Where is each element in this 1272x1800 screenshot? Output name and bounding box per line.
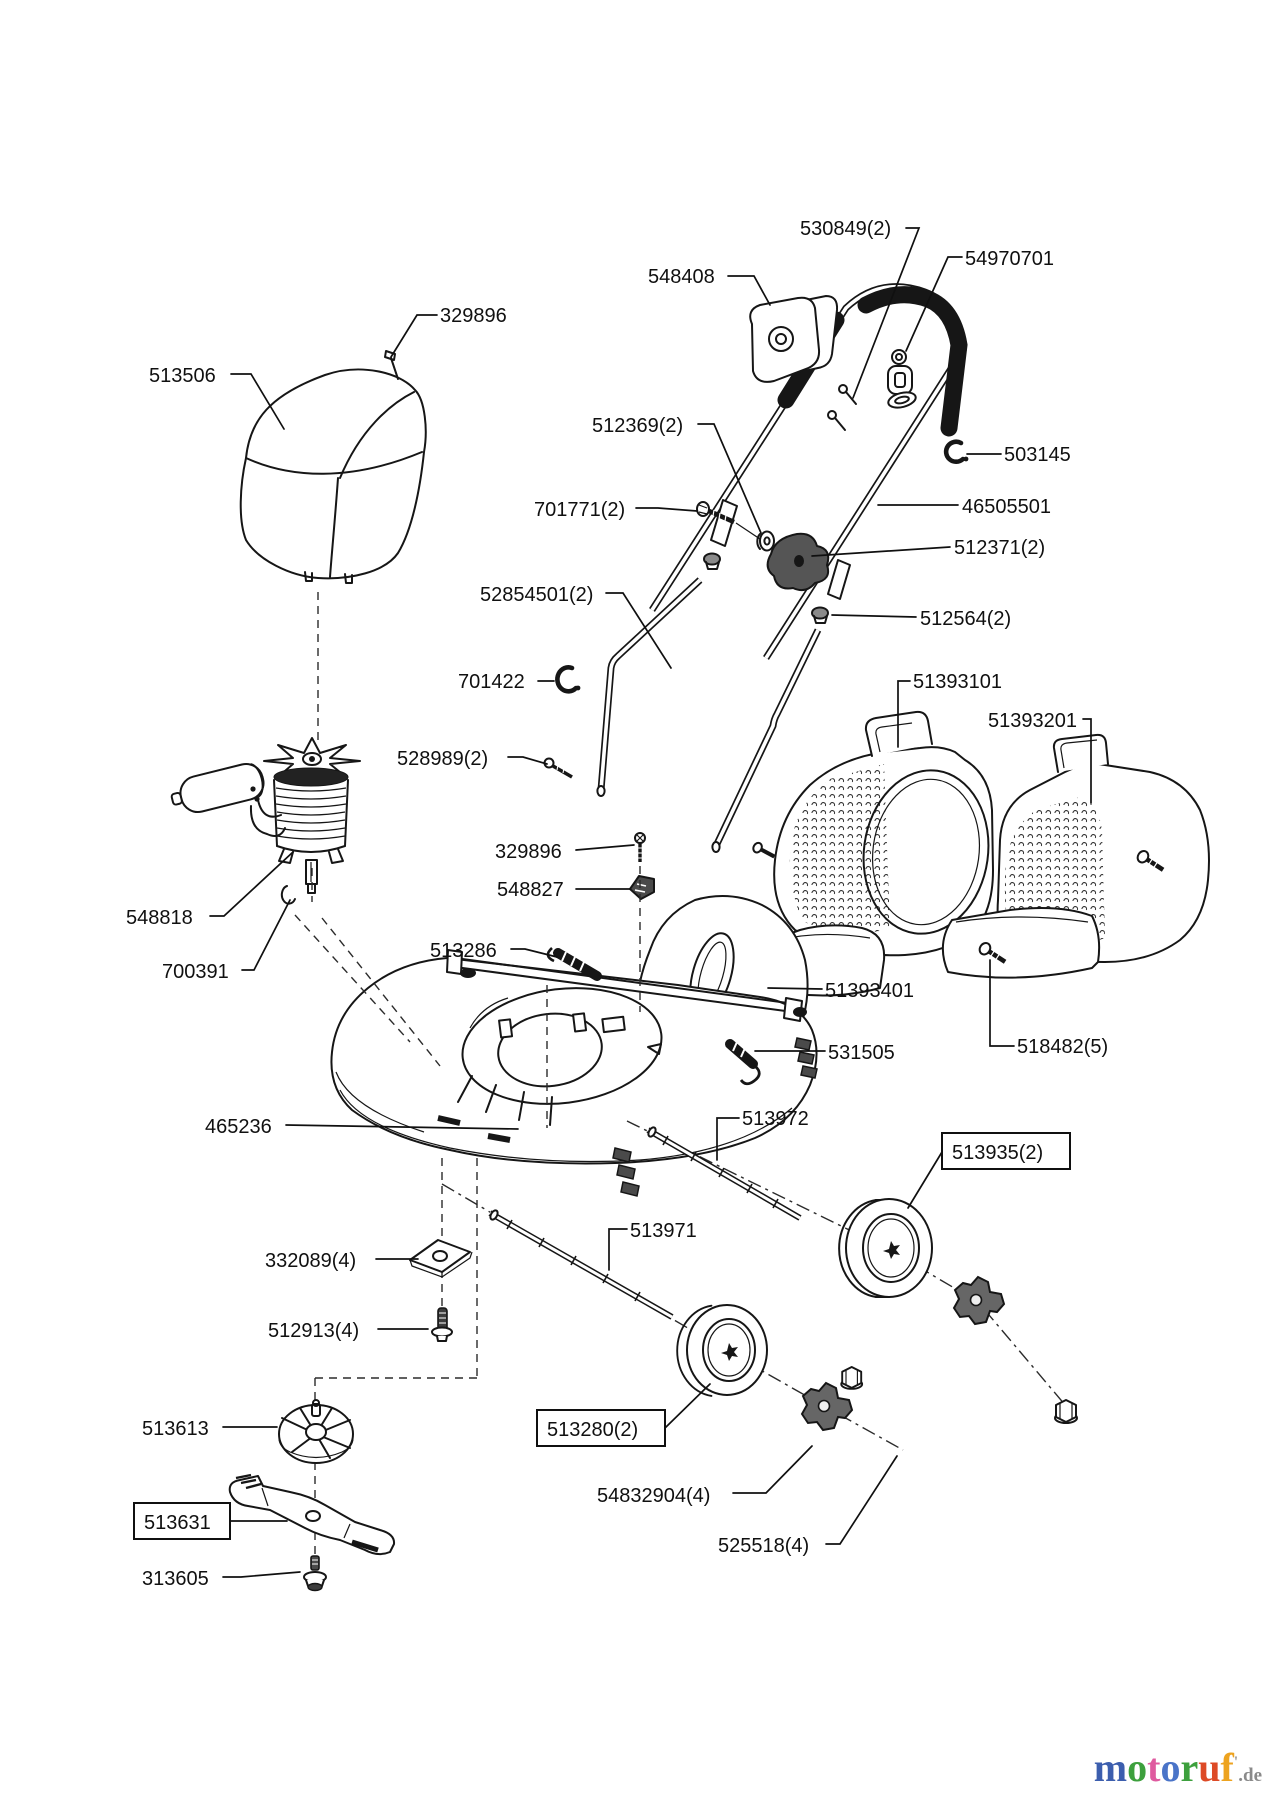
bolt-701771 (696, 501, 773, 548)
part-label-513286: 513286 (430, 940, 497, 962)
part-label-513972: 513972 (742, 1108, 809, 1130)
part-label-512371: 512371(2) (954, 537, 1045, 559)
c-clip-701422 (555, 665, 581, 694)
brand-letter: o (1160, 1745, 1181, 1790)
screws-518482 (752, 841, 1165, 964)
part-label-531505: 531505 (828, 1042, 895, 1064)
part-label-465236: 465236 (205, 1116, 272, 1138)
motor-sketch (170, 737, 361, 905)
cable-clip-sketch (887, 349, 917, 409)
brand-logo-word: motoruf (1094, 1745, 1234, 1790)
wheel-hardware (409, 1126, 1078, 1432)
bolt-313605 (303, 1555, 327, 1592)
motor-cover-sketch (239, 368, 427, 584)
part-label-54832904: 54832904(4) (597, 1485, 710, 1507)
cutting-parts (228, 1399, 396, 1592)
fan-513613 (278, 1399, 354, 1464)
part-label-box-513631 (133, 1502, 231, 1540)
part-label-51393201: 51393201 (988, 710, 1077, 732)
deck-sketch (330, 949, 818, 1197)
brand-logo: motoruf'.de (1080, 1744, 1262, 1791)
brand-letter: u (1198, 1745, 1221, 1790)
part-label-548818: 548818 (126, 907, 193, 929)
clamp-548827 (629, 875, 655, 900)
part-label-528989: 528989(2) (397, 748, 488, 770)
part-label-525518: 525518(4) (718, 1535, 809, 1557)
part-label-700391: 700391 (162, 961, 229, 983)
part-label-51393101: 51393101 (913, 671, 1002, 693)
wheel-rear-sketch (838, 1198, 933, 1298)
axle-rod-513971 (488, 1209, 674, 1320)
part-label-332089: 332089(4) (265, 1250, 356, 1272)
blade-513631 (228, 1473, 396, 1556)
joint-plate-right (827, 559, 851, 600)
part-label-548408: 548408 (648, 266, 715, 288)
brand-letter: r (1180, 1745, 1199, 1790)
part-label-46505501: 46505501 (962, 496, 1051, 518)
brand-letter: t (1147, 1745, 1161, 1790)
brand-logo-tick: ' (1233, 1754, 1239, 1771)
handle-grip-right (857, 286, 968, 437)
square-nut-332089 (409, 1239, 473, 1278)
switch-box-sketch (749, 295, 839, 383)
part-label-54970701: 54970701 (965, 248, 1054, 270)
nut-front (840, 1366, 864, 1390)
part-labels: 530849(2) 548408 54970701 329896 513506 … (126, 218, 1108, 1590)
knob-512371 (766, 532, 830, 592)
part-label-329896-mid: 329896 (495, 841, 562, 863)
brand-logo-suffix: .de (1238, 1765, 1262, 1786)
part-sketches (170, 283, 1210, 1197)
screw-528989 (543, 757, 573, 779)
part-label-530849: 530849(2) (800, 218, 891, 240)
screws-530849 (827, 384, 857, 431)
part-label-701422: 701422 (458, 671, 525, 693)
axle-rod-513972 (646, 1126, 802, 1221)
joint-plate-left (710, 499, 738, 547)
housing-51393101-sketch (773, 710, 994, 957)
part-label-513506: 513506 (149, 365, 216, 387)
lower-tubes-sketch (596, 577, 822, 853)
part-label-701771: 701771(2) (534, 499, 625, 521)
screw-329896-mid (634, 832, 646, 862)
brand-letter: f (1220, 1745, 1234, 1790)
bolt-512913 (431, 1307, 453, 1342)
brand-letter: m (1093, 1745, 1128, 1790)
part-label-513631: 513631 (144, 1512, 211, 1534)
axle-bracket-lower (612, 1147, 640, 1197)
part-label-51393401: 51393401 (825, 980, 914, 1002)
part-label-503145: 503145 (1004, 444, 1071, 466)
part-label-513280: 513280(2) (547, 1419, 638, 1441)
wheel-front-sketch (676, 1304, 768, 1397)
part-label-513613: 513613 (142, 1418, 209, 1440)
brand-letter: o (1127, 1745, 1148, 1790)
part-label-518482: 518482(5) (1017, 1036, 1108, 1058)
part-label-512369: 512369(2) (592, 415, 683, 437)
part-label-512913: 512913(4) (268, 1320, 359, 1342)
part-label-313605: 313605 (142, 1568, 209, 1590)
shaft-key-700391 (280, 885, 296, 905)
spring-531505 (725, 1039, 761, 1086)
part-label-513971: 513971 (630, 1220, 697, 1242)
washer-512369 (756, 530, 775, 552)
axle-bracket-upper (794, 1037, 818, 1079)
part-label-513935: 513935(2) (952, 1142, 1043, 1164)
nut-rear (1054, 1399, 1078, 1424)
part-label-512564: 512564(2) (920, 608, 1011, 630)
part-label-548827: 548827 (497, 879, 564, 901)
leader-lines (209, 227, 1092, 1578)
part-label-box-513935 (941, 1132, 1071, 1170)
part-label-52854501: 52854501(2) (480, 584, 593, 606)
part-label-box-513280 (536, 1409, 666, 1447)
axle-centerline-upper (626, 1120, 1067, 1407)
caps-512564 (703, 552, 829, 624)
c-clip-503145 (943, 439, 969, 465)
part-label-329896-top: 329896 (440, 305, 507, 327)
